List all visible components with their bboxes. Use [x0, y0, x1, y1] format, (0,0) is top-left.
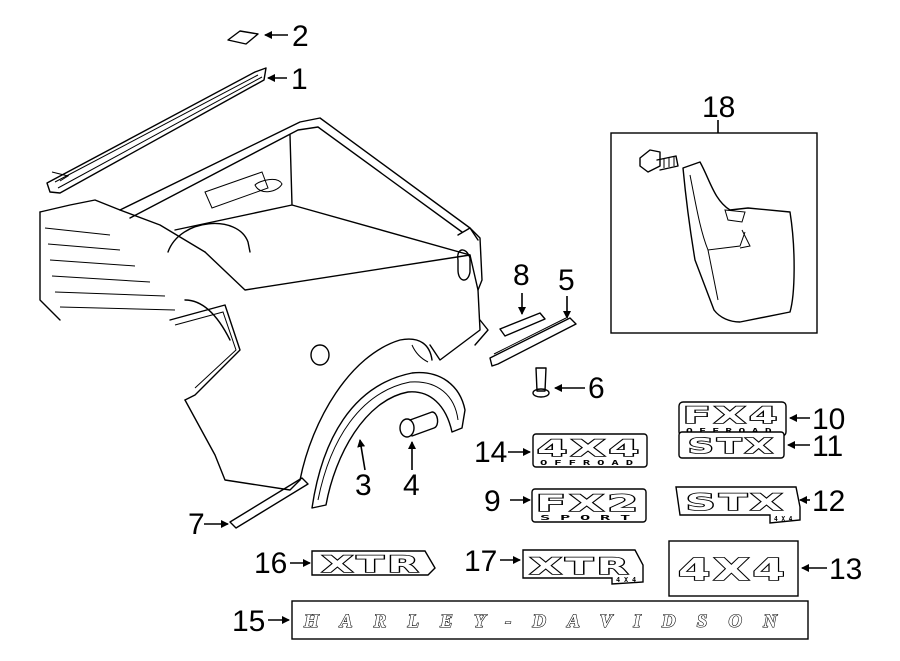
callout-9: 9	[484, 485, 501, 518]
part-17-xtr-4x4-emblem: XTR 4X4 17	[464, 545, 644, 585]
svg-text:FX2: FX2	[536, 492, 642, 517]
svg-text:XTR: XTR	[322, 553, 422, 578]
part-13-4x4-decal: 4X4 13	[668, 540, 862, 597]
part-8-step-pad: 8	[499, 259, 546, 337]
svg-text:STX: STX	[686, 491, 786, 516]
svg-text:HARLEY-DAVIDSON: HARLEY-DAVIDSON	[303, 611, 792, 632]
part-4-push-pin: 4	[399, 411, 439, 502]
callout-12: 12	[812, 485, 845, 518]
callout-1: 1	[291, 63, 308, 96]
part-9-fx2-sport-emblem: FX2 SPORT 9	[484, 485, 647, 523]
callout-18: 18	[702, 91, 735, 124]
truck-bed	[39, 117, 489, 491]
svg-text:4X4: 4X4	[616, 576, 640, 584]
callout-2: 2	[292, 20, 309, 53]
part-12-stx-4x4-emblem: STX 4X4 12	[675, 485, 845, 524]
callout-8: 8	[513, 259, 530, 292]
mud-flap-icon	[682, 161, 795, 323]
svg-text:XTR: XTR	[530, 555, 632, 580]
callout-11: 11	[812, 430, 843, 463]
svg-text:4X4: 4X4	[774, 515, 796, 523]
mud-flap-box	[610, 132, 818, 334]
callout-4: 4	[403, 469, 420, 502]
part-14-4x4-offroad-emblem: 4X4 OFFROAD 14	[474, 433, 648, 469]
callout-7: 7	[188, 508, 205, 541]
part-18-mud-flap-kit: 18	[610, 91, 818, 334]
part-1-bed-rail-molding: 1	[46, 63, 308, 194]
callout-16: 16	[254, 547, 287, 580]
callout-6: 6	[588, 372, 605, 405]
svg-text:FX4: FX4	[683, 404, 781, 429]
svg-text:OFFROAD: OFFROAD	[540, 459, 640, 467]
bolt-icon	[639, 149, 679, 173]
part-2-clip: 2	[227, 20, 309, 53]
svg-text:4X4: 4X4	[537, 437, 643, 462]
part-7-lower-molding: 7	[188, 477, 309, 541]
part-3-wheel-opening-molding: 3	[311, 371, 466, 509]
callout-17: 17	[464, 545, 497, 578]
callout-10: 10	[812, 403, 845, 436]
svg-text:SPORT: SPORT	[540, 514, 640, 522]
callout-15: 15	[232, 605, 265, 638]
part-5-step-bracket: 5	[489, 264, 577, 367]
callout-5: 5	[558, 264, 575, 297]
part-15-harley-davidson-decal: HARLEY-DAVIDSON 15	[232, 600, 809, 640]
callout-13: 13	[829, 553, 862, 586]
callout-3: 3	[355, 469, 372, 502]
svg-text:OFFROAD: OFFROAD	[686, 427, 778, 435]
callout-14: 14	[474, 436, 507, 469]
part-11-stx-emblem: STX 11	[678, 430, 843, 463]
part-16-xtr-emblem: XTR 16	[254, 547, 436, 580]
svg-text:STX: STX	[688, 434, 776, 458]
part-6-stud: 6	[532, 367, 605, 405]
svg-text:4X4: 4X4	[678, 553, 788, 588]
